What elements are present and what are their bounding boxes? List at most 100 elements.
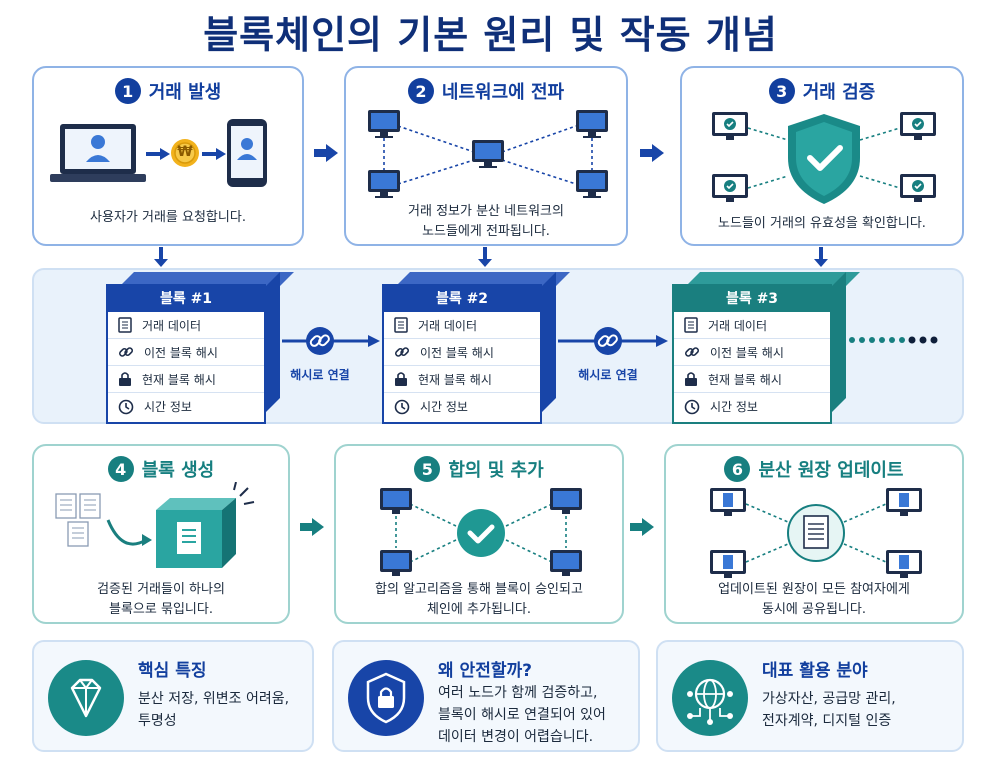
block-row-label: 이전 블록 해시 — [144, 345, 218, 360]
link-icon — [684, 347, 700, 357]
link-icon — [394, 347, 410, 357]
block-1-title: 블록 #1 — [108, 286, 264, 312]
flow-arrow-icon — [300, 518, 324, 536]
feature-card-core: 핵심 특징 분산 저장, 위변조 어려움, 투명성 — [32, 640, 314, 752]
document-icon — [394, 317, 408, 333]
feature-text-line: 투명성 — [138, 713, 177, 729]
step-1-card: 1 거래 발생 ₩ 사용자가 거래를 요청합니다. — [32, 66, 304, 246]
step-5-title: 합의 및 추가 — [448, 460, 544, 481]
step-3-desc-line: 노드들이 거래의 유효성을 확인합니다. — [718, 216, 926, 231]
lock-icon — [685, 372, 697, 386]
block-row-label: 이전 블록 해시 — [710, 345, 784, 360]
block-row-label: 현재 블록 해시 — [418, 372, 492, 387]
flow-arrow-icon — [640, 144, 664, 162]
step-3-title: 거래 검증 — [802, 82, 876, 103]
clock-icon — [684, 399, 700, 414]
feature-text-line: 여러 노드가 함께 검증하고, — [438, 685, 598, 701]
step-2-title: 네트워크에 전파 — [441, 82, 565, 103]
step-6-desc-line: 업데이트된 원장이 모든 참여자에게 — [718, 582, 910, 597]
down-arrow-icon — [814, 247, 828, 267]
block-2-title: 블록 #2 — [384, 286, 540, 312]
step-2-number: 2 — [407, 78, 434, 104]
block-3: 블록 #3 거래 데이터 이전 블록 해시 현재 블록 해시 시간 정보 — [672, 284, 832, 424]
step-6-card: 6 분산 원장 업데이트 업데이트된 원장이 모든 참여자에게 동시에 공유됩니… — [664, 444, 964, 624]
step-5-number: 5 — [414, 456, 441, 482]
monitor-icon — [368, 110, 400, 138]
step-6-title: 분산 원장 업데이트 — [758, 460, 904, 481]
clock-icon — [118, 399, 134, 414]
block-row-label: 이전 블록 해시 — [420, 345, 494, 360]
step-3-card: 3 거래 검증 노드들이 거래의 유효성을 확인합니다. — [680, 66, 964, 246]
arrow-right-icon — [202, 148, 226, 160]
link-icon — [118, 347, 134, 357]
block-row-label: 거래 데이터 — [142, 318, 202, 333]
step-4-title: 블록 생성 — [141, 460, 215, 481]
step-1-title: 거래 발생 — [148, 82, 222, 103]
step-1-desc-line: 사용자가 거래를 요청합니다. — [90, 210, 246, 225]
step-4-card: 4 블록 생성 검증된 거래들이 하나의 블록으로 묶입니다. — [32, 444, 290, 624]
document-icon — [118, 317, 132, 333]
feature-card-security: 왜 안전할까? 여러 노드가 함께 검증하고, 블록이 해시로 연결되어 있어 … — [332, 640, 640, 752]
feature-title: 핵심 특징 — [138, 661, 207, 681]
monitor-check-icon — [712, 112, 748, 140]
network-nodes-icon — [368, 110, 608, 198]
lock-icon — [395, 372, 407, 386]
block-3-top — [686, 272, 860, 286]
lock-icon — [119, 372, 131, 386]
clock-icon — [394, 399, 410, 414]
ledger-sync-icon — [710, 488, 922, 578]
block-2: 블록 #2 거래 데이터 이전 블록 해시 현재 블록 해시 시간 정보 — [382, 284, 542, 424]
block-creation-icon — [55, 482, 255, 568]
block-3-side — [832, 272, 846, 412]
block-row-label: 거래 데이터 — [418, 318, 478, 333]
block-row-label: 현재 블록 해시 — [708, 372, 782, 387]
hash-link-label: 해시로 연결 — [290, 368, 350, 382]
globe-network-icon — [672, 660, 748, 736]
step-6-number: 6 — [724, 456, 751, 482]
chain-connector — [558, 327, 668, 355]
feature-text-line: 데이터 변경이 어렵습니다. — [438, 729, 594, 745]
block-1: 블록 #1 거래 데이터 이전 블록 해시 현재 블록 해시 시간 정보 — [106, 284, 266, 424]
feature-text-line: 분산 저장, 위변조 어려움, — [138, 691, 290, 707]
arrow-right-icon — [146, 148, 170, 160]
diamond-icon — [48, 660, 124, 736]
laptop-icon — [50, 124, 146, 182]
block-2-top — [396, 272, 570, 286]
block-2-side — [542, 272, 556, 412]
feature-title: 대표 활용 분야 — [762, 661, 868, 681]
document-icon — [684, 317, 698, 333]
block-1-side — [266, 272, 280, 412]
step-6-desc-line: 동시에 공유됩니다. — [762, 602, 866, 617]
step-2-card: 2 네트워크에 전파 거래 정보가 분산 네트워크의 노드들에게 전파됩니다. — [344, 66, 628, 246]
coin-symbol: ₩ — [177, 144, 193, 160]
step-4-number: 4 — [107, 456, 134, 482]
block-row-label: 현재 블록 해시 — [142, 372, 216, 387]
block-row-label: 시간 정보 — [144, 400, 192, 414]
down-arrow-icon — [154, 247, 168, 267]
block-row-label: 거래 데이터 — [708, 318, 768, 333]
step-4-desc-line: 검증된 거래들이 하나의 — [97, 582, 225, 597]
block-1-top — [120, 272, 294, 286]
step-1-number: 1 — [114, 78, 141, 104]
consensus-network-icon — [380, 488, 582, 576]
feature-text-line: 블록이 해시로 연결되어 있어 — [438, 707, 606, 723]
feature-title: 왜 안전할까? — [438, 661, 532, 681]
step-2-desc-line: 거래 정보가 분산 네트워크의 — [408, 204, 564, 219]
chain-connector — [282, 327, 380, 355]
step-2-desc-line: 노드들에게 전파됩니다. — [422, 224, 550, 239]
block-row-label: 시간 정보 — [420, 400, 468, 414]
feature-text-line: 전자계약, 디지털 인증 — [762, 713, 892, 729]
flow-arrow-icon — [314, 144, 338, 162]
step-4-desc-line: 블록으로 묶입니다. — [109, 602, 213, 617]
step-5-desc-line: 합의 알고리즘을 통해 블록이 승인되고 — [375, 582, 583, 597]
shield-lock-icon — [348, 660, 424, 736]
shield-check-icon — [788, 114, 860, 204]
coin-icon — [171, 139, 199, 167]
step-3-number: 3 — [768, 78, 795, 104]
feature-card-applications: 대표 활용 분야 가상자산, 공급망 관리, 전자계약, 디지털 인증 — [656, 640, 964, 752]
down-arrow-icon — [478, 247, 492, 267]
feature-text-line: 가상자산, 공급망 관리, — [762, 691, 896, 707]
block-row-label: 시간 정보 — [710, 400, 758, 414]
step-5-desc-line: 체인에 추가됩니다. — [427, 602, 531, 617]
verification-nodes-icon — [712, 112, 936, 204]
